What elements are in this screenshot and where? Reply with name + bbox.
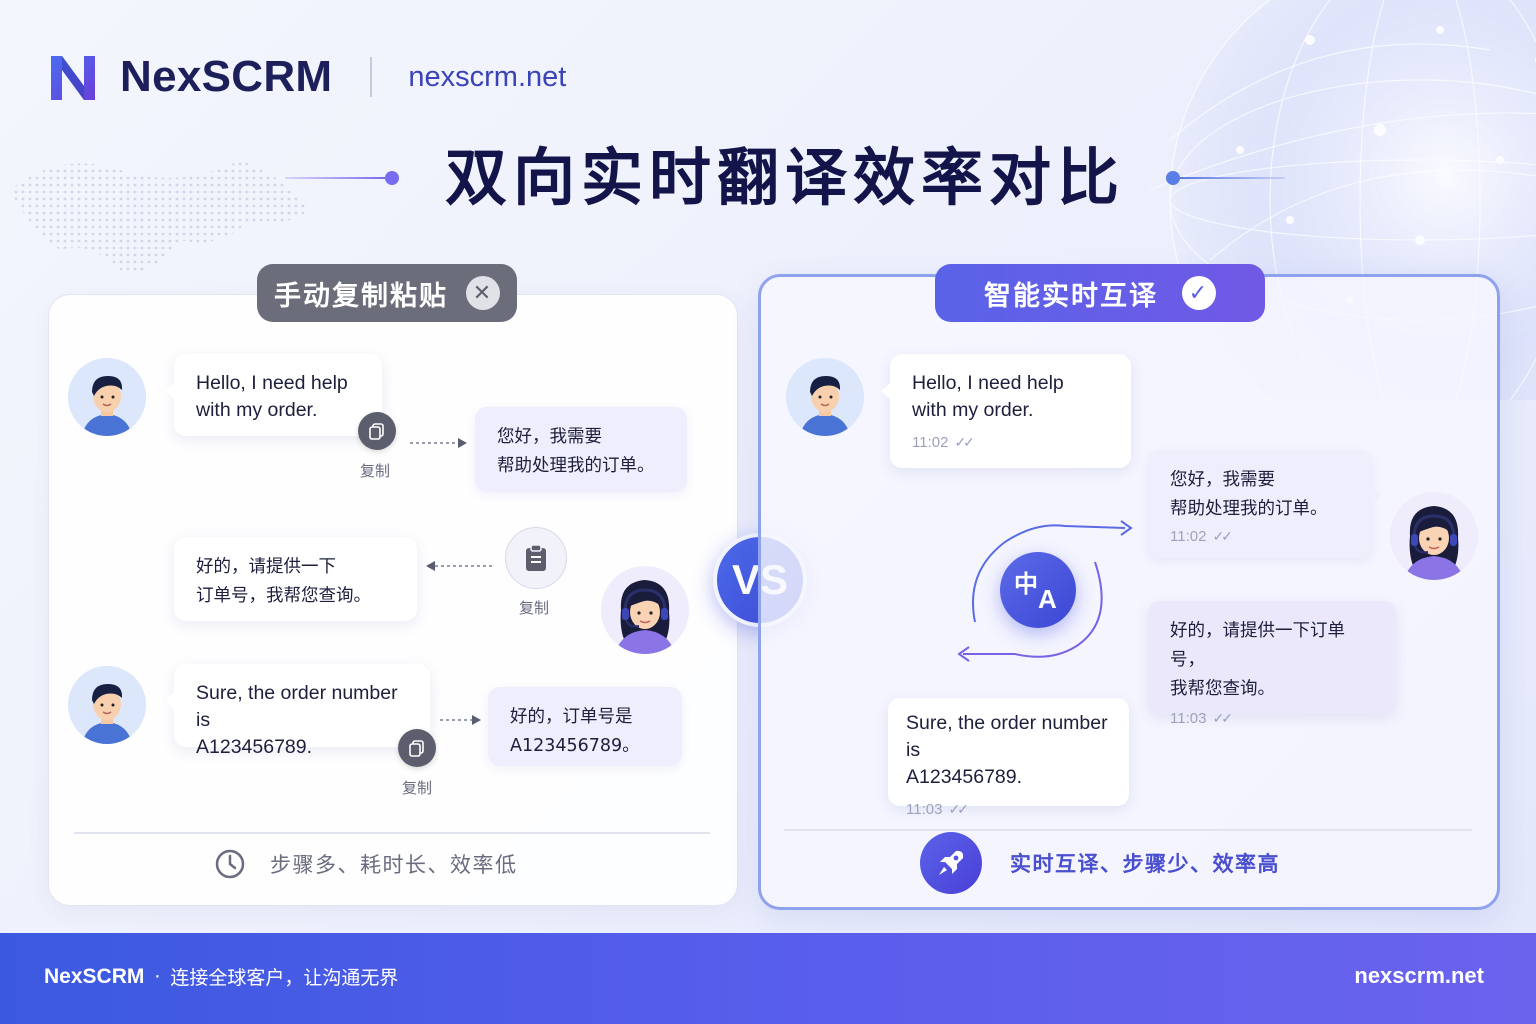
paste-button[interactable] xyxy=(505,527,567,589)
msg-text: 您好，我需要 xyxy=(497,427,602,447)
agent-avatar xyxy=(1390,492,1478,580)
customer-avatar xyxy=(68,666,146,744)
agent-avatar xyxy=(601,566,689,654)
msg-text: A123456789. xyxy=(906,766,1023,788)
footer-bar: NexSCRM · 连接全球客户，让沟通无界 nexscrm.net xyxy=(0,933,1536,1024)
smart-summary: 实时互译、步骤少、效率高 xyxy=(920,832,1280,894)
copy-button[interactable] xyxy=(398,729,436,767)
msg-text: 我帮您查询。 xyxy=(1170,679,1275,699)
double-check-icon: ✓✓ xyxy=(954,434,975,450)
msg-text: 您好，我需要 xyxy=(1170,470,1275,490)
double-check-icon: ✓✓ xyxy=(948,801,969,817)
msg-text: with my order. xyxy=(196,399,318,421)
manual-msg-4: Sure, the order number is A123456789. xyxy=(165,664,430,758)
msg-text: 帮助处理我的订单。 xyxy=(1170,499,1328,519)
msg-text: 帮助处理我的订单。 xyxy=(497,456,655,476)
footer-brand: NexSCRM xyxy=(44,964,145,988)
copy-button[interactable] xyxy=(358,412,396,450)
brand-header: NexSCRM nexscrm.net xyxy=(48,50,566,104)
manual-msg-1: Hello, I need help with my order. xyxy=(165,354,382,436)
copy-label: 复制 xyxy=(360,462,391,480)
footer-separator: · xyxy=(154,965,161,988)
manual-label: 手动复制粘贴 xyxy=(274,280,448,312)
manual-divider xyxy=(74,832,710,834)
msg-time: 11:02✓✓ xyxy=(1170,528,1233,545)
x-icon: ✕ xyxy=(466,276,500,310)
copy-icon xyxy=(409,740,424,757)
smart-label: 智能实时互译 xyxy=(984,280,1158,312)
title-dot-right xyxy=(1166,171,1180,185)
copy-label: 复制 xyxy=(402,779,433,797)
check-icon: ✓ xyxy=(1182,276,1216,310)
copy-icon xyxy=(369,423,384,440)
msg-text: A123456789. xyxy=(196,736,313,758)
title-dot-left xyxy=(385,171,399,185)
msg-time: 11:02✓✓ xyxy=(912,434,975,451)
smart-msg-2: 您好，我需要 帮助处理我的订单。 11:02✓✓ xyxy=(1148,450,1381,558)
world-dot-map xyxy=(10,160,310,272)
clock-icon xyxy=(215,849,245,879)
clipboard-icon xyxy=(526,544,546,571)
brand-url-link[interactable]: nexscrm.net xyxy=(408,60,567,93)
msg-text: Hello, I need help xyxy=(912,372,1064,394)
manual-msg-3: 好的，请提供一下 订单号，我帮您查询。 xyxy=(174,537,417,621)
manual-msg-5: 好的，订单号是 A123456789。 xyxy=(488,687,682,766)
msg-time: 11:03✓✓ xyxy=(906,801,969,818)
rocket-icon xyxy=(920,832,982,894)
page-title: 双向实时翻译效率对比 xyxy=(444,141,1125,214)
manual-label-pill: 手动复制粘贴 ✕ xyxy=(257,264,517,322)
customer-avatar xyxy=(68,358,146,436)
msg-text: with my order. xyxy=(912,399,1034,421)
paste-label: 复制 xyxy=(519,599,550,617)
translation-cycle-arrows xyxy=(957,520,1133,662)
msg-time: 11:03✓✓ xyxy=(1170,710,1233,727)
smart-label-pill: 智能实时互译 ✓ xyxy=(935,264,1265,322)
translate-glyph-zh: 中 xyxy=(1014,570,1038,598)
smart-divider xyxy=(784,829,1472,831)
footer-tagline: NexSCRM · 连接全球客户，让沟通无界 xyxy=(44,963,398,990)
smart-summary-text: 实时互译、步骤少、效率高 xyxy=(1010,852,1280,876)
translate-zh-a-icon: 中 A xyxy=(1000,552,1076,628)
double-check-icon: ✓✓ xyxy=(1212,710,1233,726)
header-divider xyxy=(370,57,373,97)
dashed-arrow-right xyxy=(440,715,481,725)
msg-text: A123456789。 xyxy=(510,736,640,756)
smart-msg-4: Sure, the order number is A123456789. 11… xyxy=(888,698,1129,818)
translate-glyph-a: A xyxy=(1038,584,1057,614)
smart-msg-3: 好的，请提供一下订单号， 我帮您查询。 11:03✓✓ xyxy=(1148,601,1396,727)
msg-text: Sure, the order number is xyxy=(196,682,398,731)
manual-summary-text: 步骤多、耗时长、效率低 xyxy=(270,853,518,877)
title-line-left xyxy=(285,177,390,179)
manual-summary: 步骤多、耗时长、效率低 xyxy=(214,848,518,880)
brand-name: NexSCRM xyxy=(120,52,333,101)
msg-text: Hello, I need help xyxy=(196,372,348,394)
title-line-right xyxy=(1180,177,1285,179)
manual-msg-2: 您好，我需要 帮助处理我的订单。 xyxy=(475,407,687,492)
customer-avatar xyxy=(786,358,864,436)
smart-msg-1: Hello, I need help with my order. 11:02✓… xyxy=(881,354,1131,468)
msg-text: 好的，请提供一下订单号， xyxy=(1170,621,1345,670)
msg-text: 好的，订单号是 xyxy=(510,707,633,727)
msg-text: Sure, the order number is xyxy=(906,712,1108,761)
title-row: 双向实时翻译效率对比 xyxy=(0,138,1536,218)
n-logo-icon xyxy=(51,56,95,100)
footer-tagline-text: 连接全球客户，让沟通无界 xyxy=(170,967,399,989)
msg-text: 订单号，我帮您查询。 xyxy=(196,586,371,606)
dashed-arrow-left xyxy=(426,561,492,571)
dashed-arrow-right xyxy=(410,438,467,448)
footer-url-link[interactable]: nexscrm.net xyxy=(1354,963,1484,988)
double-check-icon: ✓✓ xyxy=(1212,528,1233,544)
msg-text: 好的，请提供一下 xyxy=(196,557,336,577)
